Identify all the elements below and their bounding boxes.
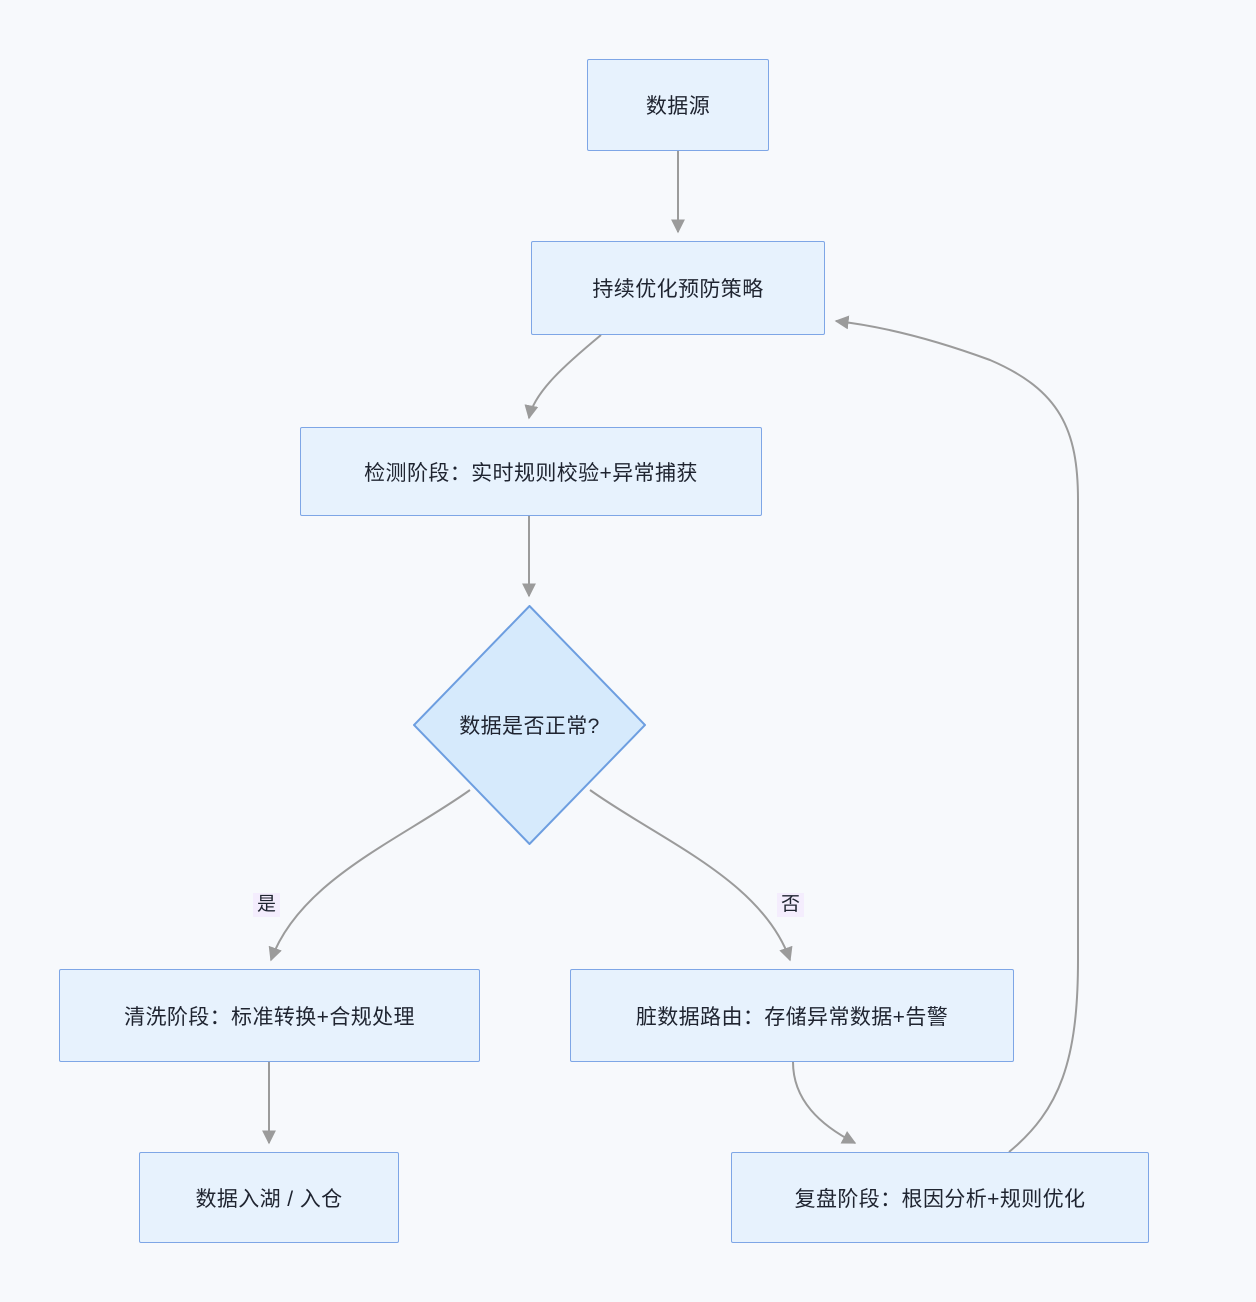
node-cleaning-stage[interactable]: 清洗阶段：标准转换+合规处理 xyxy=(59,969,480,1062)
node-label: 数据是否正常? xyxy=(459,715,600,738)
edge-label-text: 否 xyxy=(781,894,801,915)
node-review-stage[interactable]: 复盘阶段：根因分析+规则优化 xyxy=(731,1152,1149,1243)
edge-decision-no-to-dirty xyxy=(589,789,793,962)
node-label: 持续优化预防策略 xyxy=(592,278,764,301)
diamond-shape xyxy=(413,605,646,845)
node-decision-data-normal[interactable]: 数据是否正常? xyxy=(413,605,646,845)
node-dirty-data-routing[interactable]: 脏数据路由：存储异常数据+告警 xyxy=(570,969,1014,1062)
node-data-lake-warehouse[interactable]: 数据入湖 / 入仓 xyxy=(139,1152,399,1243)
edge-label-no: 否 xyxy=(777,893,805,917)
edge-review-to-strategy-feedback xyxy=(834,315,1079,1153)
edge-decision-yes-to-clean xyxy=(268,789,471,962)
edge-label-text: 是 xyxy=(257,894,277,915)
edge-dirty-to-review xyxy=(792,1061,857,1144)
node-label: 数据入湖 / 入仓 xyxy=(195,1187,343,1211)
edge-strategy-to-detect xyxy=(524,334,602,420)
node-label: 数据源 xyxy=(645,95,711,118)
node-label: 清洗阶段：标准转换+合规处理 xyxy=(124,1005,415,1029)
node-detection-stage[interactable]: 检测阶段：实时规则校验+异常捕获 xyxy=(300,427,762,516)
node-label: 复盘阶段：根因分析+规则优化 xyxy=(794,1187,1086,1211)
node-continuous-optimization-strategy[interactable]: 持续优化预防策略 xyxy=(531,241,825,335)
edge-label-yes: 是 xyxy=(253,893,281,917)
node-label: 检测阶段：实时规则校验+异常捕获 xyxy=(364,461,698,485)
node-data-source[interactable]: 数据源 xyxy=(587,59,769,151)
node-label: 脏数据路由：存储异常数据+告警 xyxy=(635,1005,949,1029)
